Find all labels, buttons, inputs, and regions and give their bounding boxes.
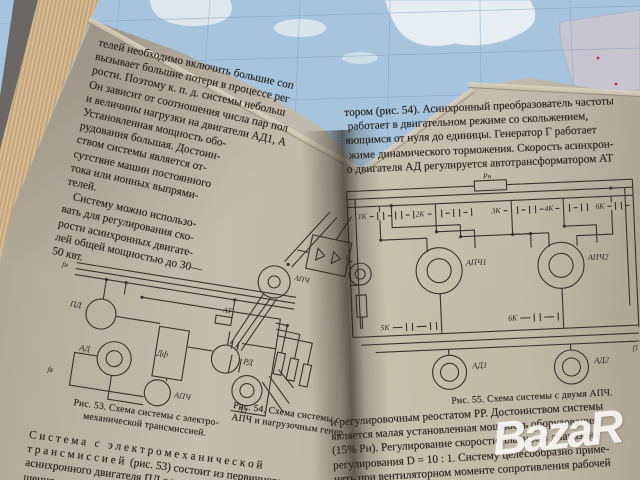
- fig53-machine-apch: [143, 379, 171, 407]
- fig55-label-ad1: АД1: [471, 361, 487, 371]
- fig55-label-apch1: АПЧ1: [465, 258, 487, 268]
- fig53-machine-ad-inner: [105, 350, 123, 368]
- fig55-label-rn: Рн: [482, 171, 492, 180]
- fig54-machine-ad-inner: [239, 383, 255, 399]
- fig53-label-apch: АПЧ: [172, 390, 192, 402]
- fig53-gearbox-df: [151, 325, 190, 382]
- figure-55-schematic: Рн 1К 2К 3К 4К 6К Г АПЧ1 АПЧ2 5К 6К f1 А…: [344, 171, 640, 390]
- fig54-machine-apch-inner: [267, 275, 281, 289]
- fig53-machine-rd: [210, 344, 240, 374]
- fig54-machine-ad-outer: [231, 375, 263, 407]
- fig53-label-at: АТ: [221, 305, 233, 316]
- fig55-machine-apch1-outer: [415, 247, 463, 295]
- fig55-label-2k: 2К: [415, 209, 425, 218]
- fig55-label-6k-b: 6К: [508, 313, 518, 322]
- fig53-machine-pd: [85, 298, 117, 330]
- fig55-machine-ad2-outer: [553, 349, 590, 385]
- fig55-machine-ad1-inner: [440, 362, 460, 382]
- fig53-label-df: Дф: [155, 348, 169, 359]
- fig55-label-3k: 3К: [490, 206, 501, 215]
- fig53-label-fv: fв: [47, 364, 54, 374]
- fig55-machine-ad1-outer: [432, 354, 468, 390]
- fig55-label-ad2: АД2: [593, 355, 609, 365]
- fig54-machine-apch: [257, 265, 291, 299]
- fig55-machine-ad2-inner: [561, 357, 582, 377]
- fig55-machine-apch2-outer: [537, 241, 585, 289]
- fig55-label-6k: 6К: [595, 201, 605, 210]
- fig55-label-apch2: АПЧ2: [587, 252, 609, 262]
- fig55-machine-apch2-inner: [548, 252, 574, 278]
- fig55-label-f1: f1: [632, 343, 638, 352]
- fig55-machine-apch1-inner: [426, 258, 452, 284]
- fig53-label-pd: ПД: [69, 299, 83, 310]
- fig53-machine-ad-outer: [96, 341, 132, 377]
- fig55-label-4k: 4К: [544, 204, 554, 213]
- fig53-label-fn: fн: [62, 259, 69, 269]
- fig54-label-ad: АД: [236, 404, 249, 415]
- fig53-label-rd: РД: [242, 357, 255, 368]
- book-gutter-shadow: [301, 128, 393, 480]
- fig53-label-ad: АД: [78, 343, 91, 354]
